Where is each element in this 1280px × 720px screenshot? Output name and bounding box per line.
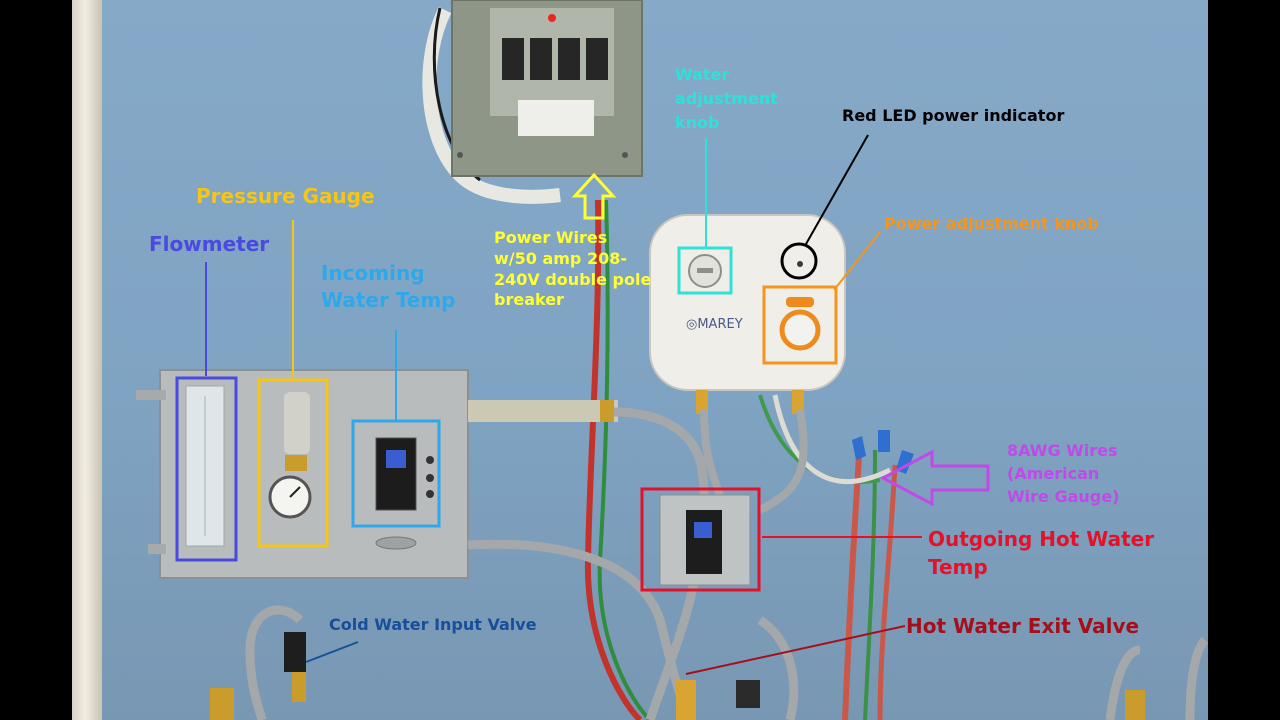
power-wires-arrow	[571, 172, 617, 220]
wire-green	[597, 199, 652, 720]
wire-white-bundle	[772, 394, 892, 484]
breaker-switch	[558, 38, 580, 80]
cold-water-valve	[284, 632, 306, 672]
panel-bracket	[148, 544, 166, 554]
wire-green-2	[863, 449, 877, 720]
power-knob-leader	[833, 231, 881, 291]
wire-red-2	[842, 439, 863, 720]
white-pipe	[72, 0, 102, 720]
steel-hose	[758, 409, 808, 514]
right-hose	[1185, 636, 1209, 720]
wire-nut	[878, 430, 890, 452]
wire-nut	[852, 436, 866, 460]
water-adjustment-knob-label: Water adjustment knob	[675, 65, 778, 132]
hot-exit-leader	[685, 625, 906, 675]
breaker-sticker	[518, 100, 594, 136]
power-knob-box	[762, 285, 838, 365]
incoming-temp-box	[351, 419, 441, 528]
hot-water-exit-valve	[676, 680, 696, 720]
hot-water-exit-valve-label: Hot Water Exit Valve	[906, 614, 1140, 638]
breaker-switch	[502, 38, 524, 80]
heater-fitting	[696, 390, 708, 414]
incoming-water-temp-label: Incoming Water Temp	[321, 261, 456, 313]
outgoing-temp-highlight	[640, 487, 761, 592]
red-led-leader	[805, 134, 869, 245]
gauge-fitting	[284, 392, 310, 454]
flowmeter-label: Flowmeter	[149, 232, 270, 256]
red-led-circle	[780, 242, 818, 280]
heater-fitting	[792, 390, 804, 414]
heater-brand-logo: ◎MAREY	[686, 317, 743, 332]
pressure-gauge-box	[257, 378, 329, 548]
red-led-label: Red LED power indicator	[842, 106, 1065, 125]
power-wires-label: Power Wires w/50 amp 208- 240V double po…	[494, 228, 652, 310]
breaker-red-light	[548, 14, 556, 22]
panel-bracket	[136, 390, 166, 400]
red-led-indicator	[797, 261, 803, 267]
awg-wires-label: 8AWG Wires (American Wire Gauge)	[1007, 441, 1120, 507]
outgoing-hot-water-temp-label: Outgoing Hot Water Temp	[928, 527, 1155, 579]
breaker-switch	[530, 38, 552, 80]
wire-red	[584, 199, 643, 720]
right-hose	[1105, 645, 1141, 720]
cold-water-input-valve-label: Cold Water Input Valve	[329, 615, 537, 634]
power-adjustment-knob-label: Power adjustment knob	[884, 214, 1099, 233]
wire-red-3	[877, 464, 898, 720]
flowmeter-box	[175, 376, 238, 562]
pressure-gauge-label: Pressure Gauge	[196, 184, 375, 208]
cold-input-leader	[305, 641, 359, 663]
steel-hose	[757, 616, 799, 720]
cold-water-hose	[245, 605, 304, 720]
breaker-switch	[586, 38, 608, 80]
panel-brand-logo	[375, 536, 417, 550]
awg-arrow	[879, 449, 990, 507]
inlet-pipe	[468, 400, 618, 422]
power-knob	[779, 309, 821, 351]
gauge-brass-fitting	[285, 455, 307, 471]
incoming-temp-display	[375, 437, 417, 511]
